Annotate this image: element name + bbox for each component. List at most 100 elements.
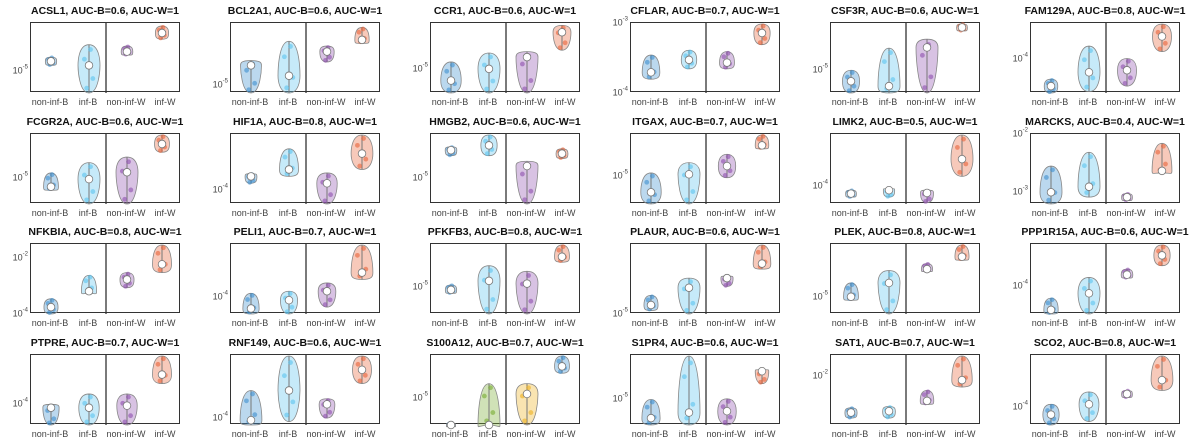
data-point	[725, 398, 731, 404]
panel-title: FAM129A, AUC-B=0.8, AUC-W=1	[1024, 5, 1186, 17]
median-marker	[446, 145, 456, 154]
median-marker	[684, 169, 694, 179]
median-marker	[84, 403, 94, 412]
violin-inf-W	[1151, 142, 1173, 175]
x-tick-label: inf-B	[78, 97, 98, 107]
y-tick-base: 10	[212, 79, 223, 90]
median-marker	[446, 420, 456, 429]
data-point	[249, 292, 255, 298]
data-point	[1084, 307, 1090, 313]
median-marker	[522, 279, 532, 288]
y-tick-label: 10-5	[13, 65, 28, 76]
data-point	[357, 163, 363, 168]
data-point	[954, 144, 960, 150]
panel-title: PLAUR, AUC-B=0.6, AUC-W=1	[630, 226, 780, 238]
violin-inf-W	[754, 133, 770, 150]
x-tick-label: non-inf-B	[831, 428, 869, 439]
data-point	[885, 414, 891, 419]
data-point	[922, 85, 928, 91]
plot-axes	[1030, 22, 1180, 95]
data-point	[362, 372, 368, 378]
x-tick-label: non-inf-W	[506, 318, 546, 328]
y-tick-base: 10	[1012, 280, 1023, 291]
y-tick-exponent: -5	[22, 64, 28, 71]
y-tick-exponent: -5	[422, 391, 428, 398]
plot-axes	[430, 132, 580, 204]
data-point	[526, 384, 531, 390]
x-tick-label: inf-W	[154, 428, 176, 439]
median-marker	[646, 300, 656, 310]
x-tick-label: non-inf-B	[31, 428, 69, 439]
data-point	[360, 26, 366, 32]
median-marker	[1046, 305, 1056, 315]
x-tick-label: inf-B	[278, 428, 298, 439]
y-tick-base: 10	[412, 392, 423, 403]
data-point	[649, 294, 655, 300]
data-point	[890, 77, 896, 82]
violin-non-inf-W	[318, 397, 336, 419]
y-tick-label: 10-5	[613, 308, 628, 319]
data-point	[327, 297, 333, 303]
data-point	[720, 158, 726, 164]
data-point	[281, 372, 287, 378]
data-point	[1125, 58, 1131, 64]
median-marker	[357, 268, 367, 277]
median-marker	[557, 252, 567, 261]
x-tick-label: inf-W	[754, 428, 776, 439]
data-point	[688, 163, 693, 169]
violin-inf-B	[677, 161, 701, 204]
data-point	[490, 297, 496, 302]
median-marker	[157, 28, 167, 38]
violin-inf-B	[280, 290, 298, 315]
plot-axes	[30, 243, 180, 315]
x-tick-label: inf-W	[754, 207, 776, 218]
data-point	[244, 67, 249, 73]
y-tick-base: 10	[612, 87, 623, 98]
data-point	[849, 282, 855, 288]
median-marker	[757, 28, 767, 38]
violin-inf-W	[950, 134, 974, 177]
data-point	[155, 361, 161, 367]
x-tick-label: non-inf-B	[631, 97, 669, 107]
data-point	[560, 244, 566, 250]
data-point	[650, 173, 655, 178]
violin-non-inf-W	[717, 397, 737, 425]
data-point	[885, 193, 891, 199]
panel-title: HMGB2, AUC-B=0.6, AUC-W=1	[429, 115, 581, 128]
data-point	[721, 54, 727, 60]
y-tick-base: 10	[812, 64, 823, 75]
y-tick-label: 10-4	[13, 308, 28, 319]
median-marker	[46, 403, 56, 412]
violin-non-inf-B	[1039, 165, 1063, 204]
data-point	[157, 377, 163, 383]
violin-non-inf-B	[44, 55, 58, 67]
y-tick-exponent: -3	[622, 16, 628, 23]
y-tick-label: 10-4	[213, 290, 228, 301]
median-marker	[1084, 182, 1094, 191]
median-marker	[757, 366, 767, 375]
violin-non-inf-W	[316, 172, 338, 204]
data-point	[725, 50, 731, 56]
data-point	[557, 45, 563, 51]
median-marker	[484, 140, 494, 150]
data-point	[556, 247, 562, 253]
violin-inf-W	[951, 355, 973, 387]
y-tick-label: 10-2	[13, 252, 28, 263]
median-marker	[646, 187, 656, 196]
y-tick-label: 10-5	[413, 281, 428, 292]
data-point	[644, 404, 650, 410]
data-point	[287, 148, 293, 154]
data-point	[363, 156, 369, 162]
y-tick-base: 10	[612, 308, 623, 319]
data-point	[1081, 57, 1087, 63]
data-point	[1047, 89, 1052, 95]
y-tick-base: 10	[612, 393, 623, 404]
x-tick-label: non-inf-B	[431, 428, 469, 439]
data-point	[522, 196, 528, 202]
data-point	[82, 400, 88, 406]
plot-axes	[1030, 132, 1180, 204]
